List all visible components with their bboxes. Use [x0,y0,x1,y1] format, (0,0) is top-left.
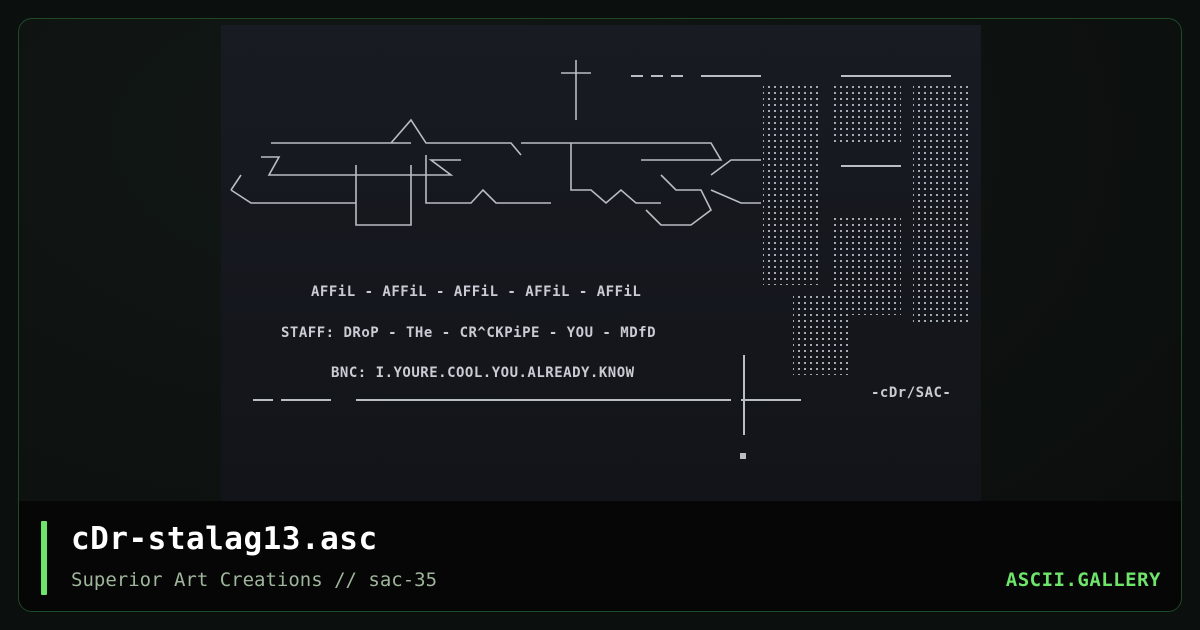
site-brand[interactable]: ASCII.GALLERY [1005,569,1161,591]
art-signature: -cDr/SAC- [871,385,951,401]
ascii-dashes [253,75,951,401]
ascii-art-canvas: AFFiL - AFFiL - AFFiL - AFFiL - AFFiL ST… [230,60,969,459]
accent-bar [41,521,47,595]
info-bar: cDr-stalag13.asc Superior Art Creations … [19,501,1181,611]
affil-line: AFFiL - AFFiL - AFFiL - AFFiL - AFFiL [311,284,641,300]
group-subtitle: Superior Art Creations // sac-35 [71,569,438,591]
ascii-logo [230,60,761,226]
staff-line: STAFF: DRoP - THe - CR^CKPiPE - YOU - MD… [281,325,656,341]
ascii-art-preview: AFFiL - AFFiL - AFFiL - AFFiL - AFFiL ST… [221,25,981,501]
bnc-line: BNC: I.YOURE.COOL.YOU.ALREADY.KNOW [331,365,635,381]
file-title: cDr-stalag13.asc [71,521,378,557]
ascii-dotted-blocks [763,85,969,375]
ascii-vertical-tail [740,355,746,459]
card-frame: AFFiL - AFFiL - AFFiL - AFFiL - AFFiL ST… [18,18,1182,612]
